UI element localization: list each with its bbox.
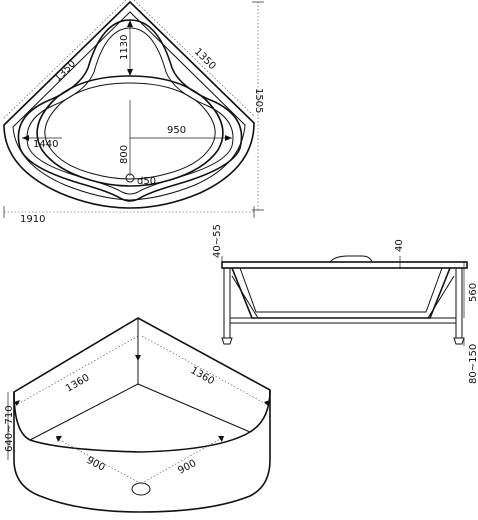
arrow-right: [225, 135, 232, 141]
dim-line-side-left: [3, 0, 127, 119]
dim-inner-length: 800: [119, 145, 130, 164]
iso-floor-edge-right: [137, 383, 251, 433]
arrow-down: [127, 69, 133, 76]
frame-leg-left: [223, 267, 231, 339]
iso-arrow-bottom-left: [56, 436, 62, 442]
dim-line-side-right: [133, 0, 255, 117]
foot-left: [221, 337, 233, 345]
dim-overall-depth: 1505: [253, 88, 264, 113]
bath-bowl-inner-line: [26, 27, 234, 195]
bath-floor-outline: [36, 75, 224, 187]
bath-floor-inner: [44, 82, 216, 180]
dim-diagonal: 1440: [33, 139, 58, 150]
iso-arrow-corner: [135, 355, 141, 361]
frame-brace-right: [427, 275, 455, 319]
dim-leg-adjust: 80~150: [468, 344, 478, 384]
side-view: 40~55 40 560 80~150: [212, 224, 478, 384]
iso-drain: [131, 482, 151, 496]
frame-crossbar: [229, 317, 457, 324]
dim-line-iso-right: [141, 335, 267, 405]
tub-outer-outline: [3, 0, 255, 209]
iso-apron: [13, 390, 271, 513]
iso-arrow-right: [264, 400, 270, 406]
arrow-left: [22, 135, 29, 141]
dim-iso-bottom-right: 900: [176, 458, 198, 477]
iso-top-face: [13, 317, 271, 453]
dim-drain: d50: [137, 176, 156, 187]
dim-rim-height: 40~55: [212, 224, 223, 258]
tub-rim: [221, 261, 468, 269]
dim-overall-width: 1910: [20, 214, 45, 225]
headrest: [329, 255, 373, 263]
dim-inner-width: 950: [167, 125, 186, 136]
tub-body: [231, 267, 451, 319]
dim-line-iso-bottom-left: [55, 437, 139, 483]
iso-arrow-left: [14, 400, 20, 406]
dim-iso-bottom-left: 900: [85, 455, 107, 474]
iso-floor-edge-left: [29, 383, 139, 441]
dim-line-iso-bottom-right: [143, 437, 223, 483]
dim-iso-right: 1360: [189, 365, 217, 387]
dim-depth-to-bowl: 1130: [119, 35, 130, 60]
iso-view: 1360 1360 640~710 900 900: [4, 317, 271, 513]
dim-rim-thickness: 40: [394, 239, 405, 252]
dim-side-left: 1350: [52, 58, 78, 84]
frame-leg-right: [455, 267, 463, 339]
iso-arrow-bottom-right: [218, 436, 224, 442]
tub-body-inner: [239, 267, 443, 313]
arrow-up: [127, 20, 133, 27]
frame-brace-left: [231, 275, 259, 319]
bath-bowl-outer: [17, 19, 243, 202]
foot-right: [453, 337, 465, 345]
dim-apron-height: 640~710: [4, 405, 15, 452]
dim-height: 560: [468, 283, 478, 302]
dim-iso-left: 1360: [64, 372, 92, 394]
top-view: 1350 1350 1130 1505 950 1440 800 d50 191…: [3, 0, 264, 225]
